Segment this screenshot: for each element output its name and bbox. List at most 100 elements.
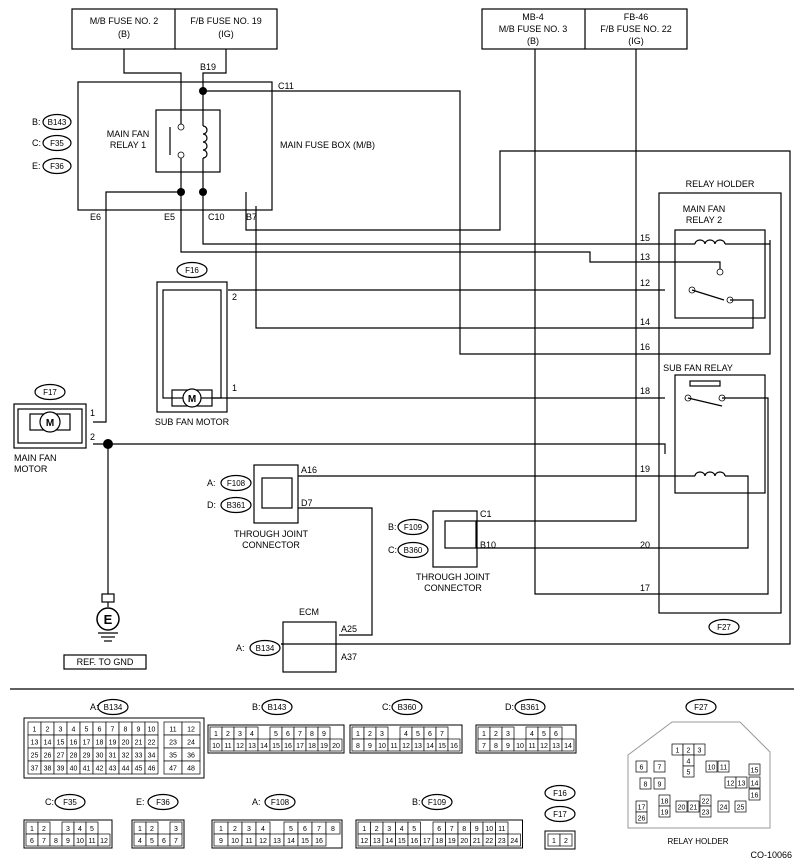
pin-cell — [561, 738, 575, 752]
pin-number: 18 — [96, 740, 104, 747]
pin-number: 6 — [554, 731, 558, 738]
pin-cell — [635, 811, 648, 824]
connector-frame — [207, 724, 345, 754]
pin-number: 18 — [435, 838, 443, 845]
fuse-box-right: MB-4 M/B FUSE NO. 3 (B) FB-46 F/B FUSE N… — [481, 8, 688, 50]
pin-cell — [693, 743, 706, 756]
pin-number: 1 — [356, 731, 360, 738]
pin-number: 9 — [66, 838, 70, 845]
pin-number: 35 — [169, 753, 177, 760]
ecm-term-a37: A37 — [341, 652, 357, 662]
tjc2-term-c1: C1 — [480, 509, 492, 519]
pin-number: 4 — [261, 826, 265, 833]
pin-number: 13 — [414, 743, 422, 750]
pin-number: 2 — [494, 731, 498, 738]
term-c11: C11 — [278, 81, 294, 91]
pin-16: 16 — [640, 342, 650, 352]
pin-number: 5 — [274, 731, 278, 738]
pin-number: 36 — [187, 753, 195, 760]
pin-number: 7 — [450, 826, 454, 833]
legend-b134-id: B134 — [104, 703, 123, 712]
svg-text:M: M — [46, 418, 54, 429]
pin-number: 1 — [676, 748, 680, 755]
pin-number: 3 — [174, 826, 178, 833]
pin-number: 18 — [308, 743, 316, 750]
relay-2-coil-icon — [694, 239, 726, 245]
pin-number: 10 — [378, 743, 386, 750]
pin-number: 12 — [727, 781, 735, 788]
sub-fan-motor-label: SUB FAN MOTOR — [155, 417, 230, 427]
pin-number: 19 — [661, 810, 669, 817]
pin-number: 18 — [661, 799, 669, 806]
pin-number: 16 — [751, 793, 759, 800]
tjc1-label-line2: CONNECTOR — [242, 540, 300, 550]
legend-f27-id: F27 — [694, 703, 708, 712]
pin-number: 3 — [59, 727, 63, 734]
pin-number: 2 — [368, 731, 372, 738]
fuse-box-conn-f36: F36 — [50, 162, 64, 171]
pin-number: 4 — [404, 731, 408, 738]
pin-number: 4 — [687, 759, 691, 766]
pin-number: 29 — [83, 753, 91, 760]
pin-cell — [144, 760, 159, 775]
mb-fuse-2-type: (B) — [118, 29, 130, 39]
pin-cell — [705, 760, 718, 773]
ecm-conn-b134: B134 — [256, 644, 275, 653]
pin-number: 6 — [286, 731, 290, 738]
pin-number: 15 — [751, 768, 759, 775]
pin-number: 15 — [438, 743, 446, 750]
pin-number: 2 — [150, 826, 154, 833]
legend-b360-prefix: C: — [382, 702, 391, 712]
pin-number: 8 — [462, 826, 466, 833]
pin-number: 12 — [236, 743, 244, 750]
pin-number: 38 — [44, 766, 52, 773]
pin-number: 9 — [475, 826, 479, 833]
pin-number: 19 — [448, 838, 456, 845]
pin-number: 9 — [368, 743, 372, 750]
pin-number: 14 — [385, 838, 393, 845]
pin-number: 9 — [322, 731, 326, 738]
pin-number: 6 — [303, 826, 307, 833]
legend-f109-id: F109 — [428, 798, 447, 807]
ref-to-gnd-label: REF. TO GND — [77, 657, 134, 667]
pin-number: 11 — [498, 826, 505, 833]
ecm-term-a25: A25 — [341, 624, 357, 634]
sub-fan-pin-1: 1 — [232, 383, 237, 393]
pin-number: 9 — [137, 727, 141, 734]
pin-number: 23 — [169, 740, 177, 747]
ecm: ECM A25 A37 A: B134 — [236, 607, 357, 673]
connector-frame — [211, 819, 343, 849]
pin-number: 7 — [111, 727, 115, 734]
pin-number: 23 — [702, 810, 710, 817]
pin-cell — [653, 777, 666, 790]
legend-f35-id: F35 — [63, 798, 77, 807]
pin-number: 15 — [398, 838, 406, 845]
pin-number: 5 — [687, 770, 691, 777]
pin-number: 14 — [287, 838, 295, 845]
pin-number: 4 — [400, 826, 404, 833]
main-fan-motor-icon — [39, 411, 61, 433]
sub-relay-coil-icon — [694, 471, 726, 477]
sub-fan-conn-f16: F16 — [185, 266, 199, 275]
pin-cell — [658, 805, 671, 818]
pin-number: 17 — [83, 740, 91, 747]
pin-number: 9 — [658, 782, 662, 789]
relay-holder-outline — [627, 721, 771, 829]
pin-number: 24 — [720, 805, 728, 812]
pin-number: 13 — [738, 781, 746, 788]
pin-number: 2 — [46, 727, 50, 734]
pin-number: 17 — [423, 838, 431, 845]
main-fan-relay-1-line1: MAIN FAN — [107, 129, 150, 139]
pin-number: 8 — [124, 727, 128, 734]
connector-frame — [544, 830, 576, 850]
fb46-label: FB-46 — [624, 12, 649, 22]
relay-holder: RELAY HOLDER F27 MAIN FAN RELAY 2 SUB FA… — [640, 179, 782, 636]
pin-number: 1 — [214, 731, 218, 738]
legend-b361-prefix: D: — [505, 702, 514, 712]
pin-number: 6 — [162, 838, 166, 845]
main-fan-motor-line1: MAIN FAN — [14, 453, 57, 463]
fb-fuse-22-label: F/B FUSE NO. 22 — [600, 24, 672, 34]
main-fan-motor-line2: MOTOR — [14, 464, 48, 474]
pin-number: 40 — [70, 766, 78, 773]
